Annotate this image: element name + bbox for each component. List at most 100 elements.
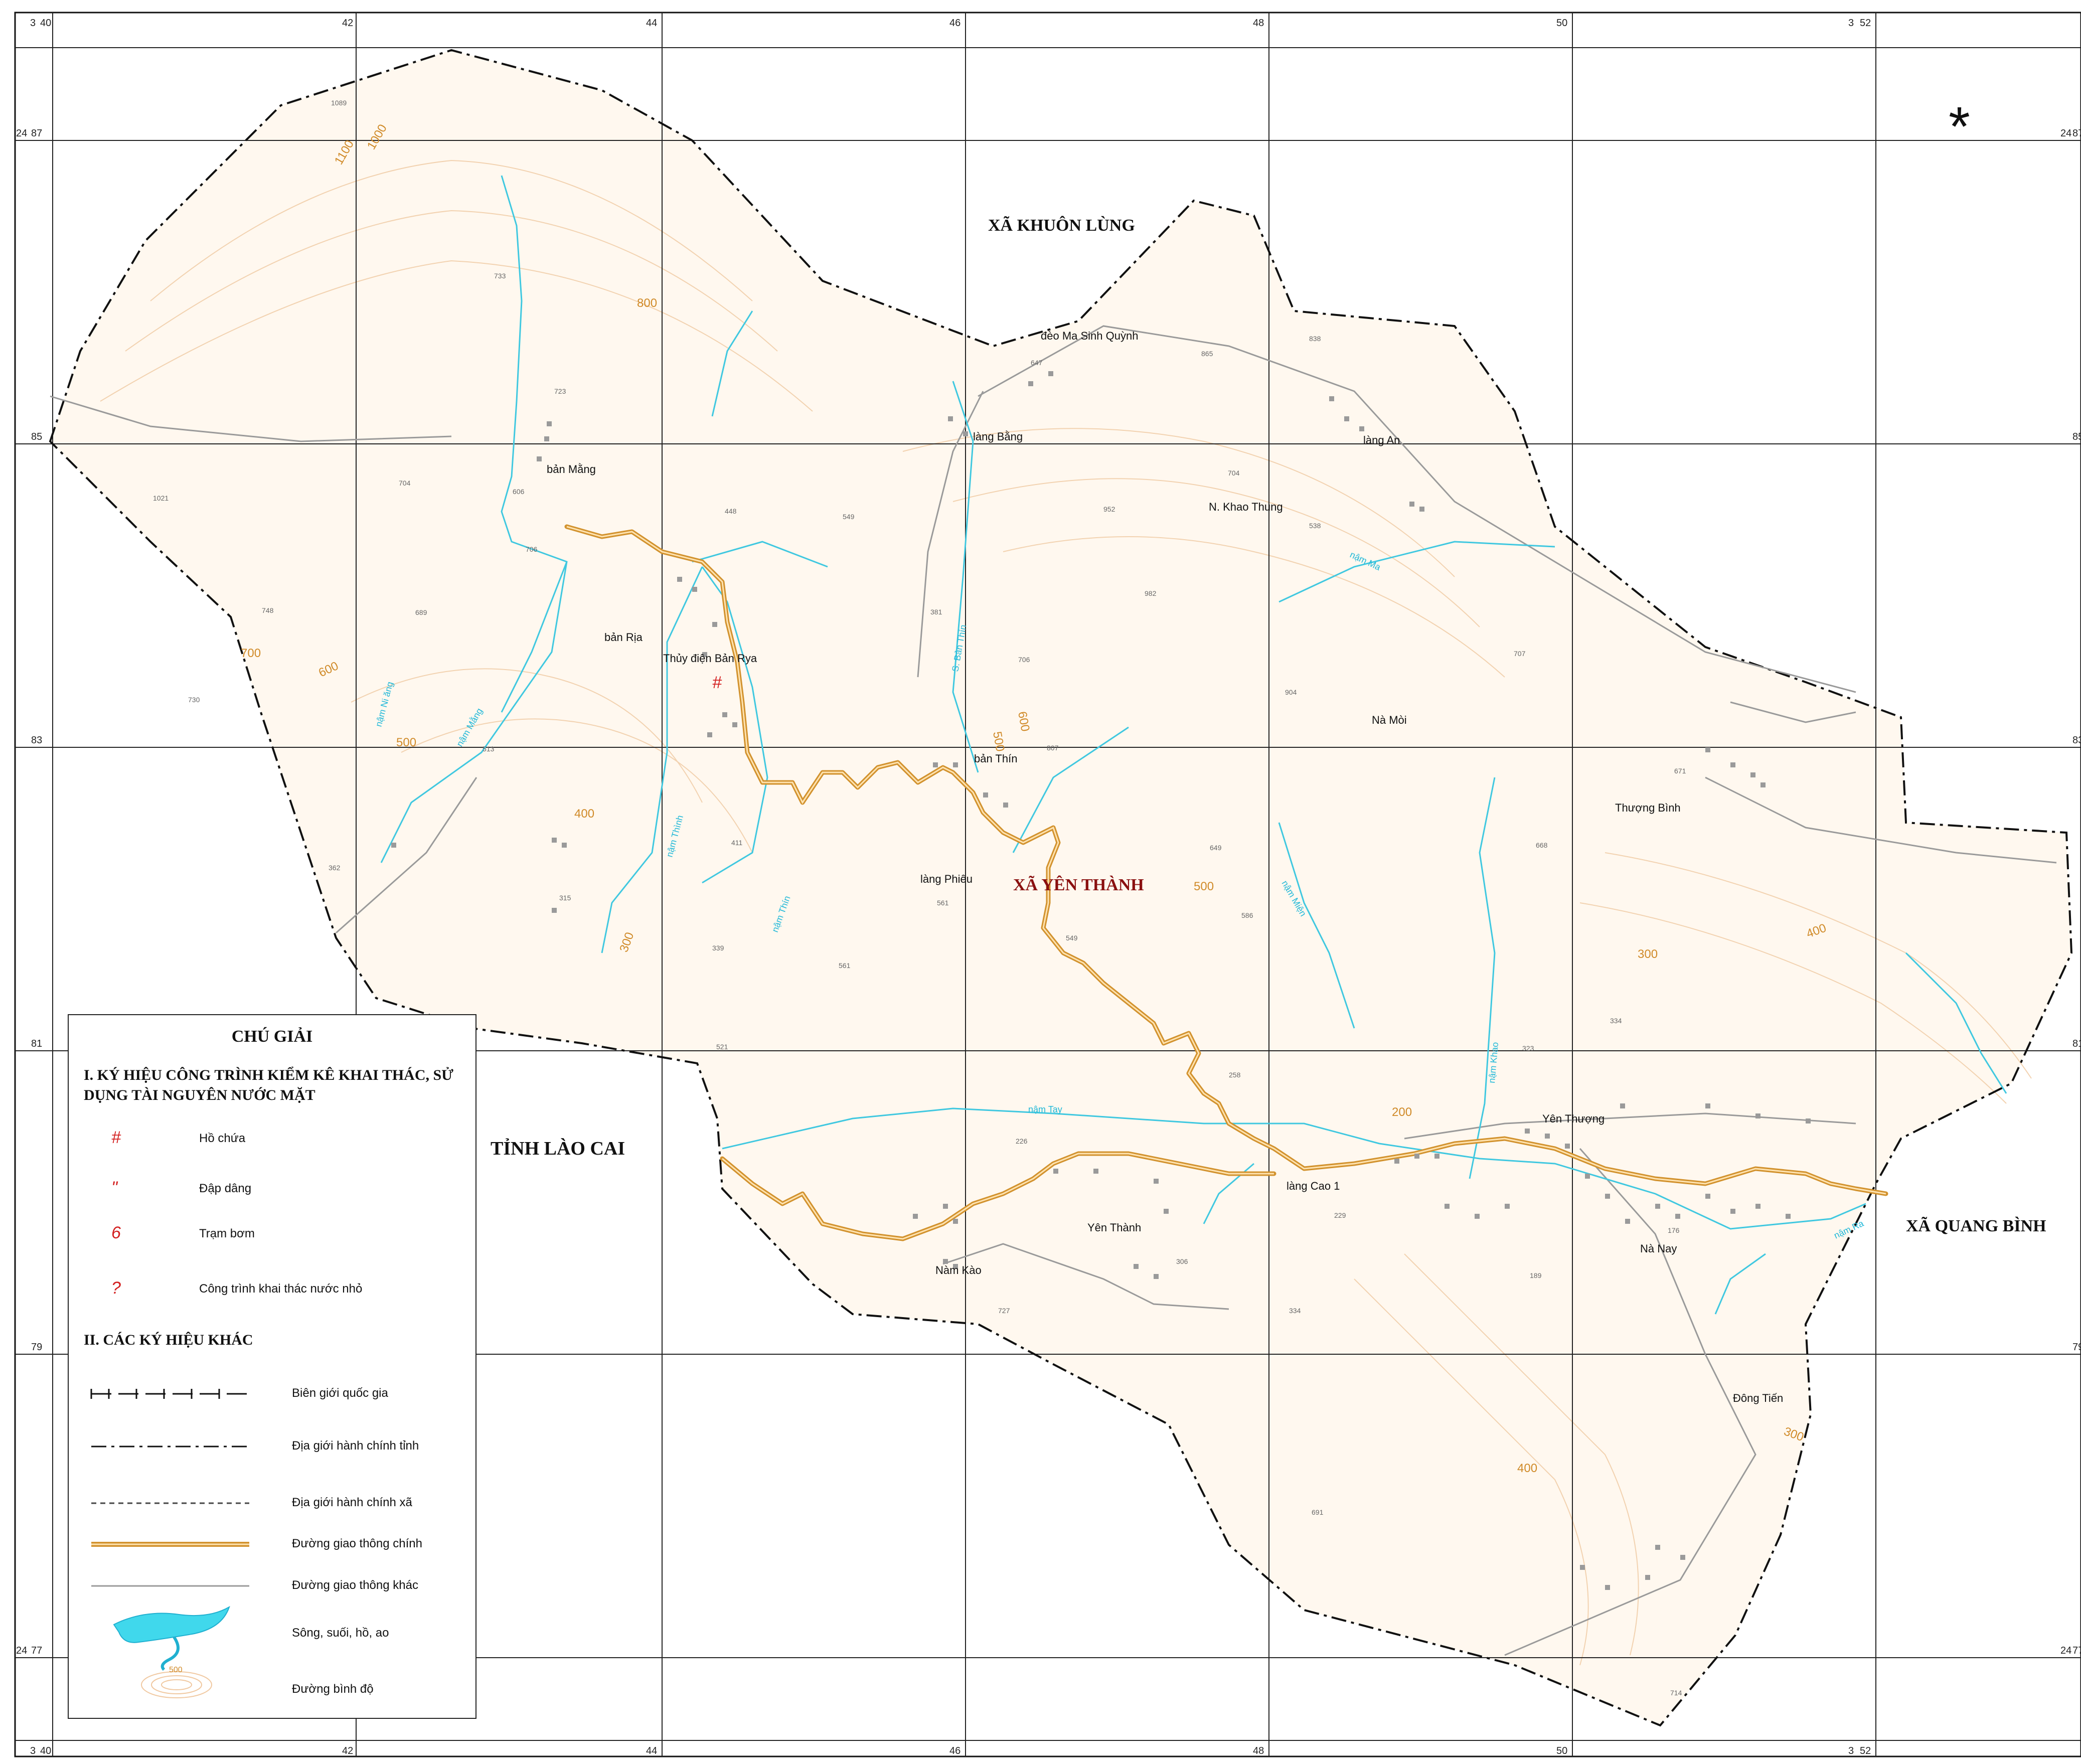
tick-left-85: 85 xyxy=(31,431,42,442)
svg-text:258: 258 xyxy=(1229,1071,1241,1079)
svg-text:748: 748 xyxy=(262,606,274,614)
legend-label-other-road: Đường giao thông khác xyxy=(292,1578,418,1592)
tick-right-87: 87 xyxy=(2072,128,2081,139)
svg-text:723: 723 xyxy=(554,387,566,395)
svg-text:707: 707 xyxy=(1514,650,1526,658)
svg-text:189: 189 xyxy=(1530,1271,1542,1279)
contour-sample-value: 500 xyxy=(169,1666,183,1674)
svg-text:300: 300 xyxy=(1638,947,1658,961)
legend-label-contour: Đường bình độ xyxy=(292,1682,374,1696)
tick-bottom-44: 44 xyxy=(646,1745,657,1756)
svg-text:Thủy điện Bản Rya: Thủy điện Bản Rya xyxy=(663,652,757,665)
svg-text:982: 982 xyxy=(1145,589,1157,597)
svg-text:549: 549 xyxy=(1066,934,1078,942)
tick-top-44: 44 xyxy=(646,18,657,29)
svg-text:339: 339 xyxy=(712,944,724,952)
svg-text:nậm Tay: nậm Tay xyxy=(1028,1104,1062,1114)
tick-right-85: 85 xyxy=(2072,431,2081,442)
legend-label-commune-boundary: Địa giới hành chính xã xyxy=(292,1496,412,1509)
svg-text:904: 904 xyxy=(1285,688,1297,696)
svg-text:làng An: làng An xyxy=(1363,434,1400,446)
svg-text:730: 730 xyxy=(188,696,200,704)
svg-text:500: 500 xyxy=(396,736,416,749)
tick-top-40: 40 xyxy=(40,18,51,29)
province-name-lao-cai: TỈNH LÀO CAI xyxy=(491,1138,625,1159)
svg-text:706: 706 xyxy=(1018,656,1030,664)
svg-text:Yên Thượng: Yên Thượng xyxy=(1542,1112,1605,1125)
tick-right-79: 79 xyxy=(2072,1342,2081,1353)
commune-name-quang-binh: XÃ QUANG BÌNH xyxy=(1906,1217,2046,1235)
other-roads xyxy=(50,325,2057,1656)
legend-section-other: II. CÁC KÝ HIỆU KHÁC xyxy=(84,1332,253,1348)
svg-text:334: 334 xyxy=(1610,1017,1622,1025)
svg-text:671: 671 xyxy=(1674,767,1686,775)
small-water-works-icon: ? xyxy=(111,1278,121,1298)
svg-text:668: 668 xyxy=(1536,841,1548,849)
village-labels: bản Mằng bản Rịa Thủy điện Bản Rya làng … xyxy=(547,330,1783,1404)
legend-label-national-border: Biên giới quốc gia xyxy=(292,1386,388,1400)
legend-label-reservoir: Hồ chứa xyxy=(199,1132,246,1145)
tick-prefix-bottom-right: 3 xyxy=(1848,1745,1854,1756)
national-border-icon xyxy=(90,1389,249,1399)
tick-left-83: 83 xyxy=(31,735,42,746)
spot-heights: 1089 733 723 704 1021 606 706 748 689 73… xyxy=(153,99,1686,1697)
svg-text:865: 865 xyxy=(1201,350,1213,358)
tick-top-52: 52 xyxy=(1860,18,1871,29)
tick-right-77: 77 xyxy=(2072,1645,2081,1656)
svg-text:315: 315 xyxy=(559,894,571,902)
legend-section-water: I. KÝ HIỆU CÔNG TRÌNH KIỂM KÊ KHAI THÁC,… xyxy=(84,1067,454,1103)
svg-text:647: 647 xyxy=(1031,359,1043,367)
svg-text:691: 691 xyxy=(1312,1508,1324,1516)
svg-text:733: 733 xyxy=(494,272,506,280)
tick-bottom-48: 48 xyxy=(1253,1745,1264,1756)
svg-text:400: 400 xyxy=(1517,1462,1537,1475)
contour-icon xyxy=(141,1671,212,1698)
svg-text:727: 727 xyxy=(998,1307,1010,1315)
tick-prefix-top-right: 3 xyxy=(1848,18,1854,29)
svg-text:Thượng Bình: Thượng Bình xyxy=(1615,801,1681,814)
svg-text:549: 549 xyxy=(843,513,855,521)
tick-bottom-52: 52 xyxy=(1860,1745,1871,1756)
svg-text:362: 362 xyxy=(329,864,341,872)
svg-text:521: 521 xyxy=(716,1043,728,1051)
svg-text:1089: 1089 xyxy=(331,99,347,107)
legend-panel: CHÚ GIẢI I. KÝ HIỆU CÔNG TRÌNH KIỂM KÊ K… xyxy=(68,1014,476,1719)
svg-text:513: 513 xyxy=(483,745,495,753)
contour-lines xyxy=(100,159,2032,1666)
svg-text:561: 561 xyxy=(839,961,851,970)
tick-bottom-46: 46 xyxy=(949,1745,961,1756)
svg-text:689: 689 xyxy=(415,608,427,616)
svg-text:làng Bằng: làng Bằng xyxy=(973,430,1023,443)
reservoir-icon: # xyxy=(111,1128,121,1147)
legend-symbols: 500 xyxy=(90,1389,249,1698)
legend-label-pump-station: Trạm bơm xyxy=(199,1227,255,1240)
svg-text:226: 226 xyxy=(1016,1137,1028,1145)
commune-name-yen-thanh: XÃ YÊN THÀNH xyxy=(1013,875,1144,894)
svg-text:714: 714 xyxy=(1670,1689,1682,1697)
commune-name-khuon-lung: XÃ KHUÔN LÙNG xyxy=(988,216,1135,235)
settlement-houses xyxy=(391,371,1811,1590)
tick-left-87: 87 xyxy=(31,128,42,139)
svg-text:đèo Ma Sinh Quỳnh: đèo Ma Sinh Quỳnh xyxy=(1041,330,1138,342)
svg-text:229: 229 xyxy=(1334,1211,1346,1219)
tick-top-48: 48 xyxy=(1253,18,1264,29)
tick-prefix-left-87: 24 xyxy=(16,128,27,139)
svg-text:807: 807 xyxy=(1047,744,1059,752)
svg-text:làng Phiêu: làng Phiêu xyxy=(920,873,973,885)
svg-text:Nà Mòi: Nà Mòi xyxy=(1372,714,1407,726)
svg-text:306: 306 xyxy=(1176,1257,1188,1265)
province-boundary xyxy=(49,49,2073,1727)
legend-title: CHÚ GIẢI xyxy=(231,1027,313,1046)
svg-text:Đông Tiến: Đông Tiến xyxy=(1733,1392,1783,1404)
svg-text:381: 381 xyxy=(930,608,942,616)
tick-prefix-left-77: 24 xyxy=(16,1645,27,1656)
commune-area xyxy=(50,50,2071,1725)
svg-text:649: 649 xyxy=(1210,844,1222,852)
svg-text:704: 704 xyxy=(399,479,411,487)
svg-text:323: 323 xyxy=(1522,1044,1534,1052)
svg-text:561: 561 xyxy=(937,899,949,907)
svg-text:411: 411 xyxy=(731,839,743,847)
svg-text:800: 800 xyxy=(637,296,657,310)
pump-station-icon: 6 xyxy=(111,1223,121,1242)
svg-text:400: 400 xyxy=(574,807,594,821)
